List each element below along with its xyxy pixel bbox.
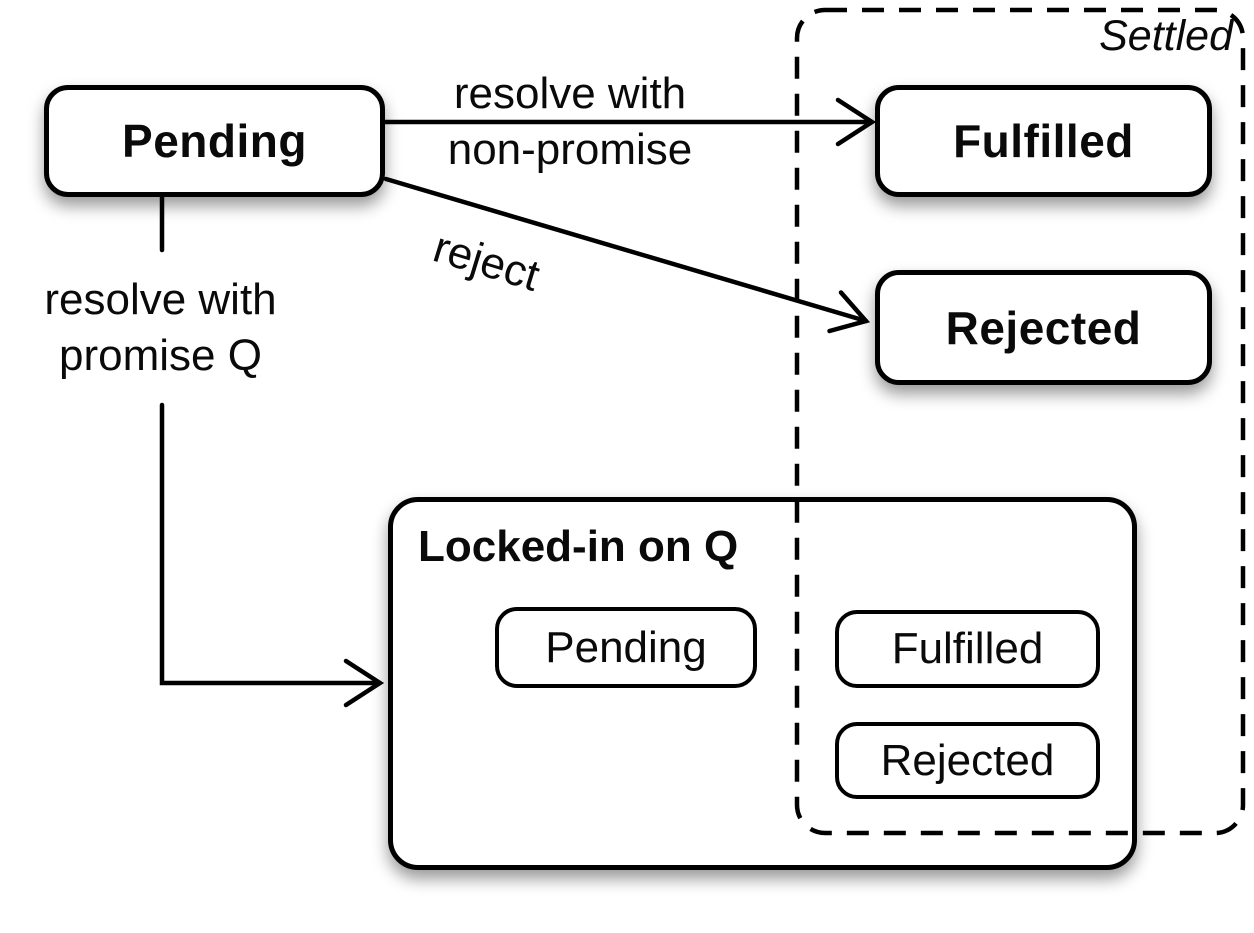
arrowhead-to-locked-in (343, 658, 385, 708)
arrowhead-to-fulfilled (835, 97, 877, 147)
edge-label-resolve-promise-q: resolve with promise Q (18, 272, 303, 384)
edge-label-resolve-promise-q-line1: resolve with (44, 275, 277, 324)
rejected-node-label: Rejected (945, 301, 1142, 354)
arrowhead-to-rejected (827, 290, 871, 334)
locked-in-rejected-node: Rejected (835, 722, 1100, 799)
edge-label-resolve-non-promise-line1: resolve with (453, 69, 687, 118)
settled-group-label: Settled (1099, 12, 1233, 60)
pending-node-label: Pending (122, 115, 307, 167)
locked-in-group-title: Locked-in on Q (418, 522, 739, 571)
edge-label-resolve-non-promise: resolve with non-promise (425, 66, 715, 178)
edge-label-resolve-promise-q-line2: promise Q (59, 331, 262, 380)
rejected-node: Rejected (875, 270, 1212, 385)
edge-label-resolve-non-promise-line2: non-promise (447, 125, 693, 174)
fulfilled-node: Fulfilled (875, 85, 1212, 197)
fulfilled-node-label: Fulfilled (953, 115, 1134, 167)
edge-label-reject: reject (427, 222, 546, 301)
locked-in-pending-node: Pending (495, 607, 757, 688)
locked-in-pending-label: Pending (545, 622, 707, 672)
pending-node: Pending (44, 85, 385, 197)
locked-in-fulfilled-label: Fulfilled (891, 624, 1044, 673)
locked-in-rejected-label: Rejected (880, 735, 1055, 785)
locked-in-fulfilled-node: Fulfilled (835, 610, 1100, 688)
